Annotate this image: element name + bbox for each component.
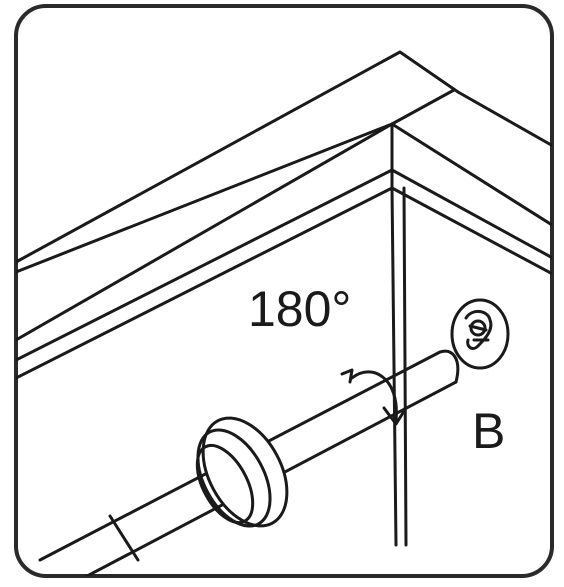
cabinet-corner — [390, 186, 408, 547]
diagram-frame — [14, 4, 554, 578]
cam-lock-icon — [450, 298, 510, 370]
angle-label: 180° — [248, 281, 351, 337]
part-label: B — [472, 403, 505, 459]
rotation-arrow-icon — [340, 368, 408, 426]
collar — [195, 416, 289, 528]
